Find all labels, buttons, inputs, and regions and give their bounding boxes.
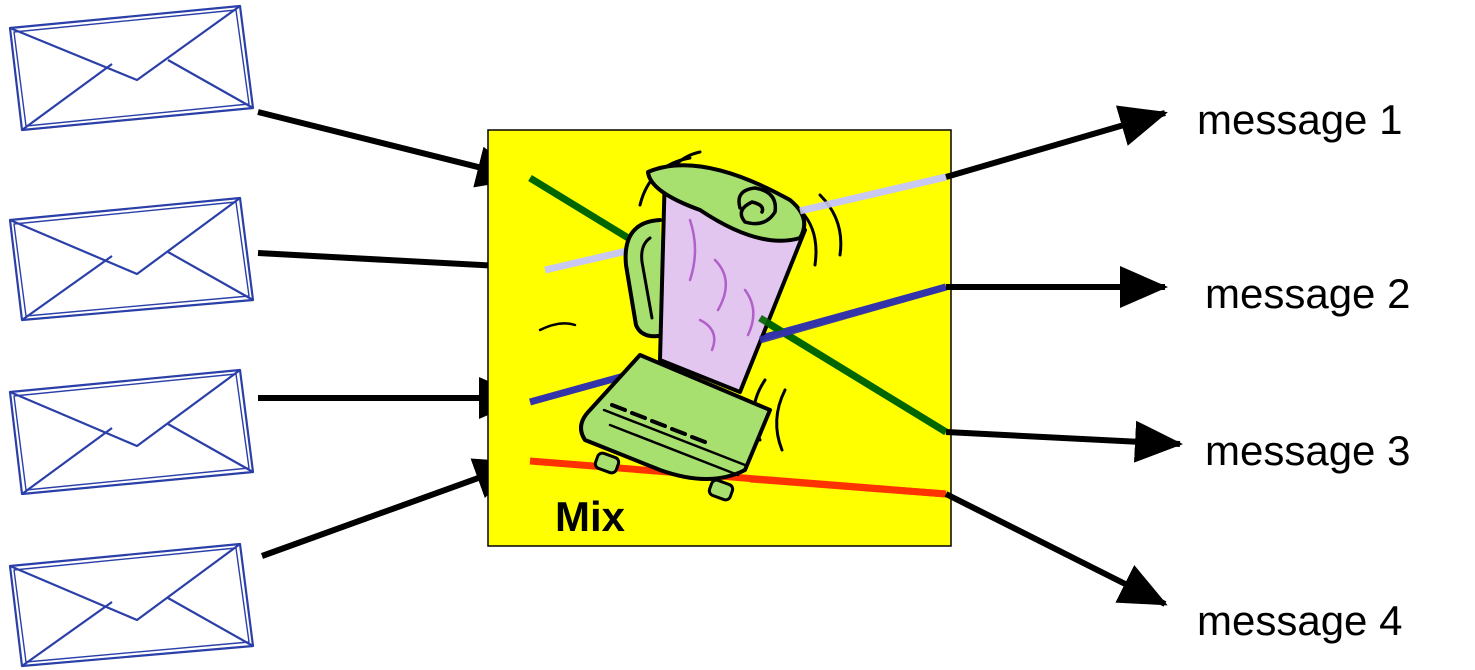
output-label-message-1: message 1 <box>1197 99 1402 141</box>
input-arrow <box>262 463 520 556</box>
output-label-message-3: message 3 <box>1205 430 1410 472</box>
input-arrow <box>258 112 522 178</box>
output-arrow <box>946 432 1180 444</box>
output-arrow <box>946 113 1165 177</box>
envelope-icon <box>10 198 253 320</box>
envelope-icon <box>10 6 253 130</box>
output-label-message-4: message 4 <box>1197 600 1402 642</box>
output-label-message-2: message 2 <box>1205 273 1410 315</box>
output-arrow <box>946 494 1165 604</box>
mix-label: Mix <box>555 496 625 538</box>
envelope-icon <box>10 370 253 494</box>
envelope-icon <box>10 544 253 666</box>
output-arrows <box>946 113 1180 604</box>
